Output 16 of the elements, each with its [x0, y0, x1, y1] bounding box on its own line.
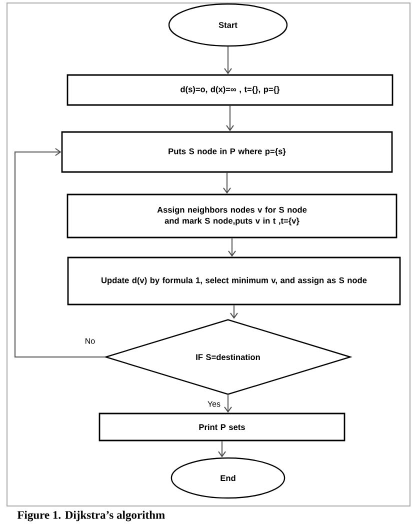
arrow: [224, 46, 232, 74]
arrow: [230, 304, 238, 319]
process-box: Puts S node in P where p={s}: [61, 131, 393, 173]
arrow: [223, 172, 231, 194]
arrow: [14, 148, 106, 358]
process-box: Update d(v) by formula 1, select minimum v, and assign as S node: [67, 256, 401, 306]
process-box: Print P sets: [98, 412, 346, 442]
arrow: [224, 394, 232, 413]
edge-label: No: [86, 338, 95, 344]
arrow: [226, 105, 234, 132]
arrow: [218, 440, 226, 458]
process-box: Assign neighbors nodes v for S node and mark S node,puts v in t ,t={v}: [66, 194, 398, 238]
edge-label: Yes: [208, 401, 220, 407]
process-box: d(s)=o, d(x)=∞ , t={}, p={}: [66, 74, 394, 106]
arrow: [228, 238, 236, 257]
caption: Figure 1. Dijkstra’s algorithm: [17, 510, 165, 522]
